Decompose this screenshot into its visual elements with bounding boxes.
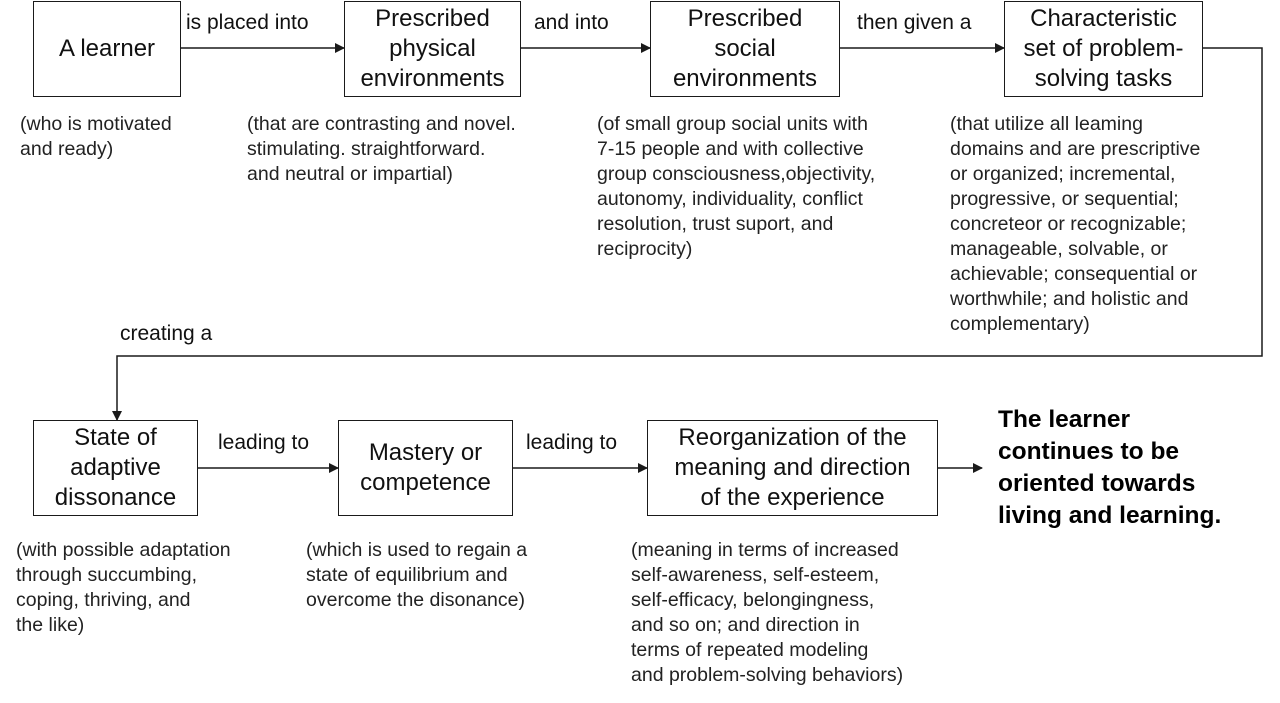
mastery-competence-box: Mastery or competence [338,420,513,516]
connector-label-leading-to-2: leading to [526,431,618,455]
connector-label-leading-to-1: leading to [218,431,310,455]
social-environments-box: Prescribed social environments [650,1,840,97]
social-environments-note: (of small group social units with 7-15 p… [597,113,876,260]
physical-environments-box: Prescribed physical environments [344,1,521,97]
connector-label-and-into: and into [534,11,609,35]
physical-environments-note: (that are contrasting and novel. stimula… [247,113,516,185]
connector-label-placed-into: is placed into [186,11,309,35]
arrow-tasks-to-dissonance [112,47,1263,421]
adaptive-dissonance-box: State of adaptive dissonance [33,420,198,516]
adaptive-dissonance-note: (with possible adaptation through succum… [16,539,231,636]
connector-label-then-given: then given a [857,11,972,35]
outcome-statement: The learner continues to be oriented tow… [998,406,1222,529]
learner-box: A learner [33,1,181,97]
problem-solving-tasks-box: Characteristic set of problem- solving t… [1004,1,1203,97]
connector-label-creating: creating a [120,322,213,346]
mastery-competence-note: (which is used to regain a state of equi… [306,539,528,611]
reorganization-box: Reorganization of the meaning and direct… [647,420,938,516]
problem-solving-tasks-note: (that utilize all leaming domains and ar… [950,113,1201,335]
reorganization-note: (meaning in terms of increased self-awar… [631,539,904,686]
learner-note: (who is motivated and ready) [20,113,172,160]
